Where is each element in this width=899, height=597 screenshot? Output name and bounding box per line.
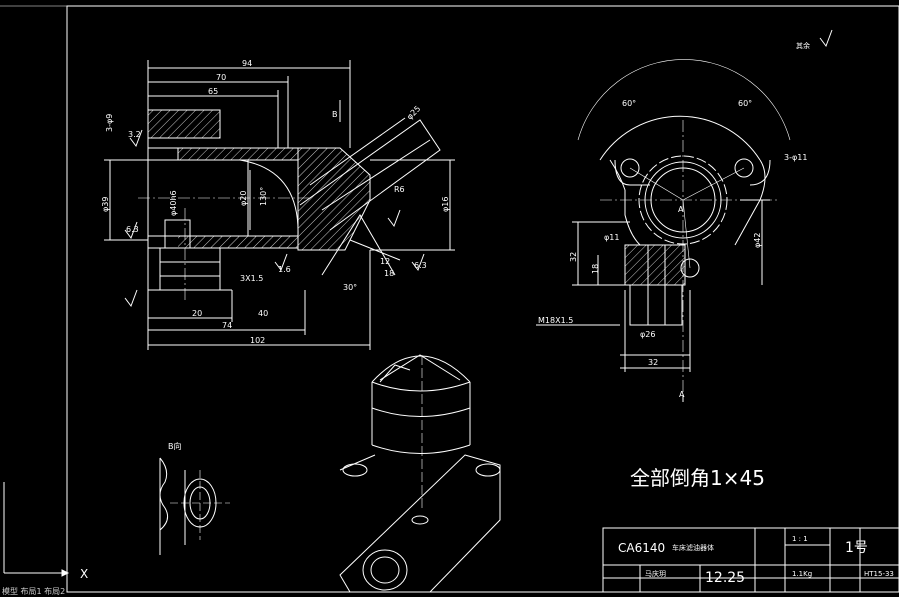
ucs-icon: X [3, 482, 88, 581]
dim-phi25: φ25 [405, 104, 422, 121]
dim-phi42: φ42 [753, 233, 762, 248]
dim-3phi11: 3-φ11 [784, 153, 807, 162]
dim-phi26: φ26 [640, 330, 655, 339]
dim-R6: R6 [394, 185, 405, 194]
section-label-b: B [332, 110, 338, 119]
dim-32-horiz: 32 [648, 358, 658, 367]
dim-32-vert: 32 [569, 252, 578, 262]
dim-94: 94 [242, 59, 252, 68]
dim-40: 40 [258, 309, 268, 318]
title-weight: 1.1Kg [792, 570, 812, 578]
rough-3-2: 3.2 [128, 130, 141, 139]
side-view-dimensions: 60° 60° 3-φ11 φ11 32 18 φ42 M18X1.5 φ26 … [538, 41, 810, 399]
dim-1-6: 1.6 [278, 265, 291, 274]
title-block-text: CA6140 车床滤油器体 1 : 1 1号 马庆玥 12.25 1.1Kg H… [618, 535, 894, 586]
title-material: HT15-33 [864, 570, 894, 578]
dim-phi11: φ11 [604, 233, 619, 242]
title-block [602, 527, 899, 593]
title-date: 12.25 [705, 570, 745, 586]
chamfer-note: 全部倒角1×45 [630, 466, 765, 490]
dim-phi16: φ16 [441, 197, 450, 212]
rough-6-3-a: 6.3 [126, 225, 139, 234]
view-b-label: B向 [168, 441, 182, 451]
dim-phi39: φ39 [101, 197, 110, 212]
dim-3x15: 3X1.5 [240, 274, 263, 283]
view-b [159, 457, 230, 555]
center-label-a: A [678, 205, 684, 214]
side-view [536, 29, 833, 402]
dim-30deg: 30° [343, 283, 357, 292]
dim-phi20: φ20 [239, 191, 248, 206]
title-part: CA6140 [618, 541, 665, 555]
dim-102: 102 [250, 336, 265, 345]
dim-18: 18 [384, 269, 394, 278]
dim-74: 74 [222, 321, 232, 330]
dim-65: 65 [208, 87, 218, 96]
dim-phi40h6: φ40h6 [169, 190, 178, 216]
dim-18-vert: 18 [591, 264, 600, 274]
drawing-frame [0, 5, 899, 593]
dim-12: 12 [380, 257, 390, 266]
dim-m18: M18X1.5 [538, 316, 573, 325]
roughness-note: 其余 [796, 41, 810, 50]
section-label-a: A [679, 390, 685, 399]
front-view [104, 60, 455, 350]
layout-tabs[interactable]: 模型 布局1 布局2 [2, 587, 66, 596]
title-sheet: 1号 [845, 540, 868, 556]
isometric-view [339, 354, 501, 593]
front-view-dimensions: 94 70 65 3-φ9 φ39 φ40h6 φ20 130° φ16 R6 … [101, 59, 450, 345]
dim-60deg-b: 60° [738, 99, 752, 108]
dim-60deg-a: 60° [622, 99, 636, 108]
rough-6-3-b: 6.3 [414, 261, 427, 270]
title-scale: 1 : 1 [792, 535, 808, 543]
dim-130deg: 130° [259, 187, 268, 206]
title-part-sub: 车床滤油器体 [672, 543, 714, 552]
dim-20: 20 [192, 309, 202, 318]
ucs-x-label: X [80, 567, 88, 581]
title-drawer: 马庆玥 [645, 569, 666, 578]
dim-3phi9: 3-φ9 [105, 114, 114, 132]
dim-70: 70 [216, 73, 226, 82]
